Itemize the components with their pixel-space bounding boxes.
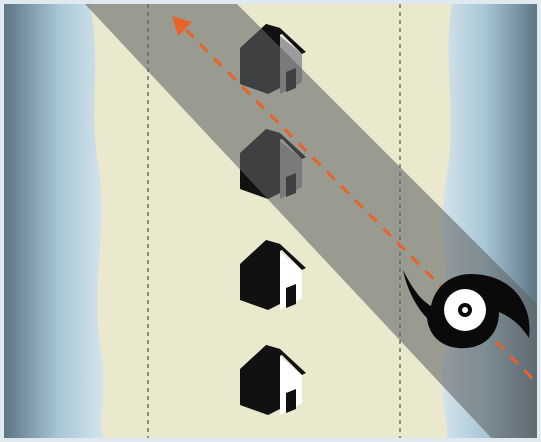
water-left [4, 4, 104, 438]
